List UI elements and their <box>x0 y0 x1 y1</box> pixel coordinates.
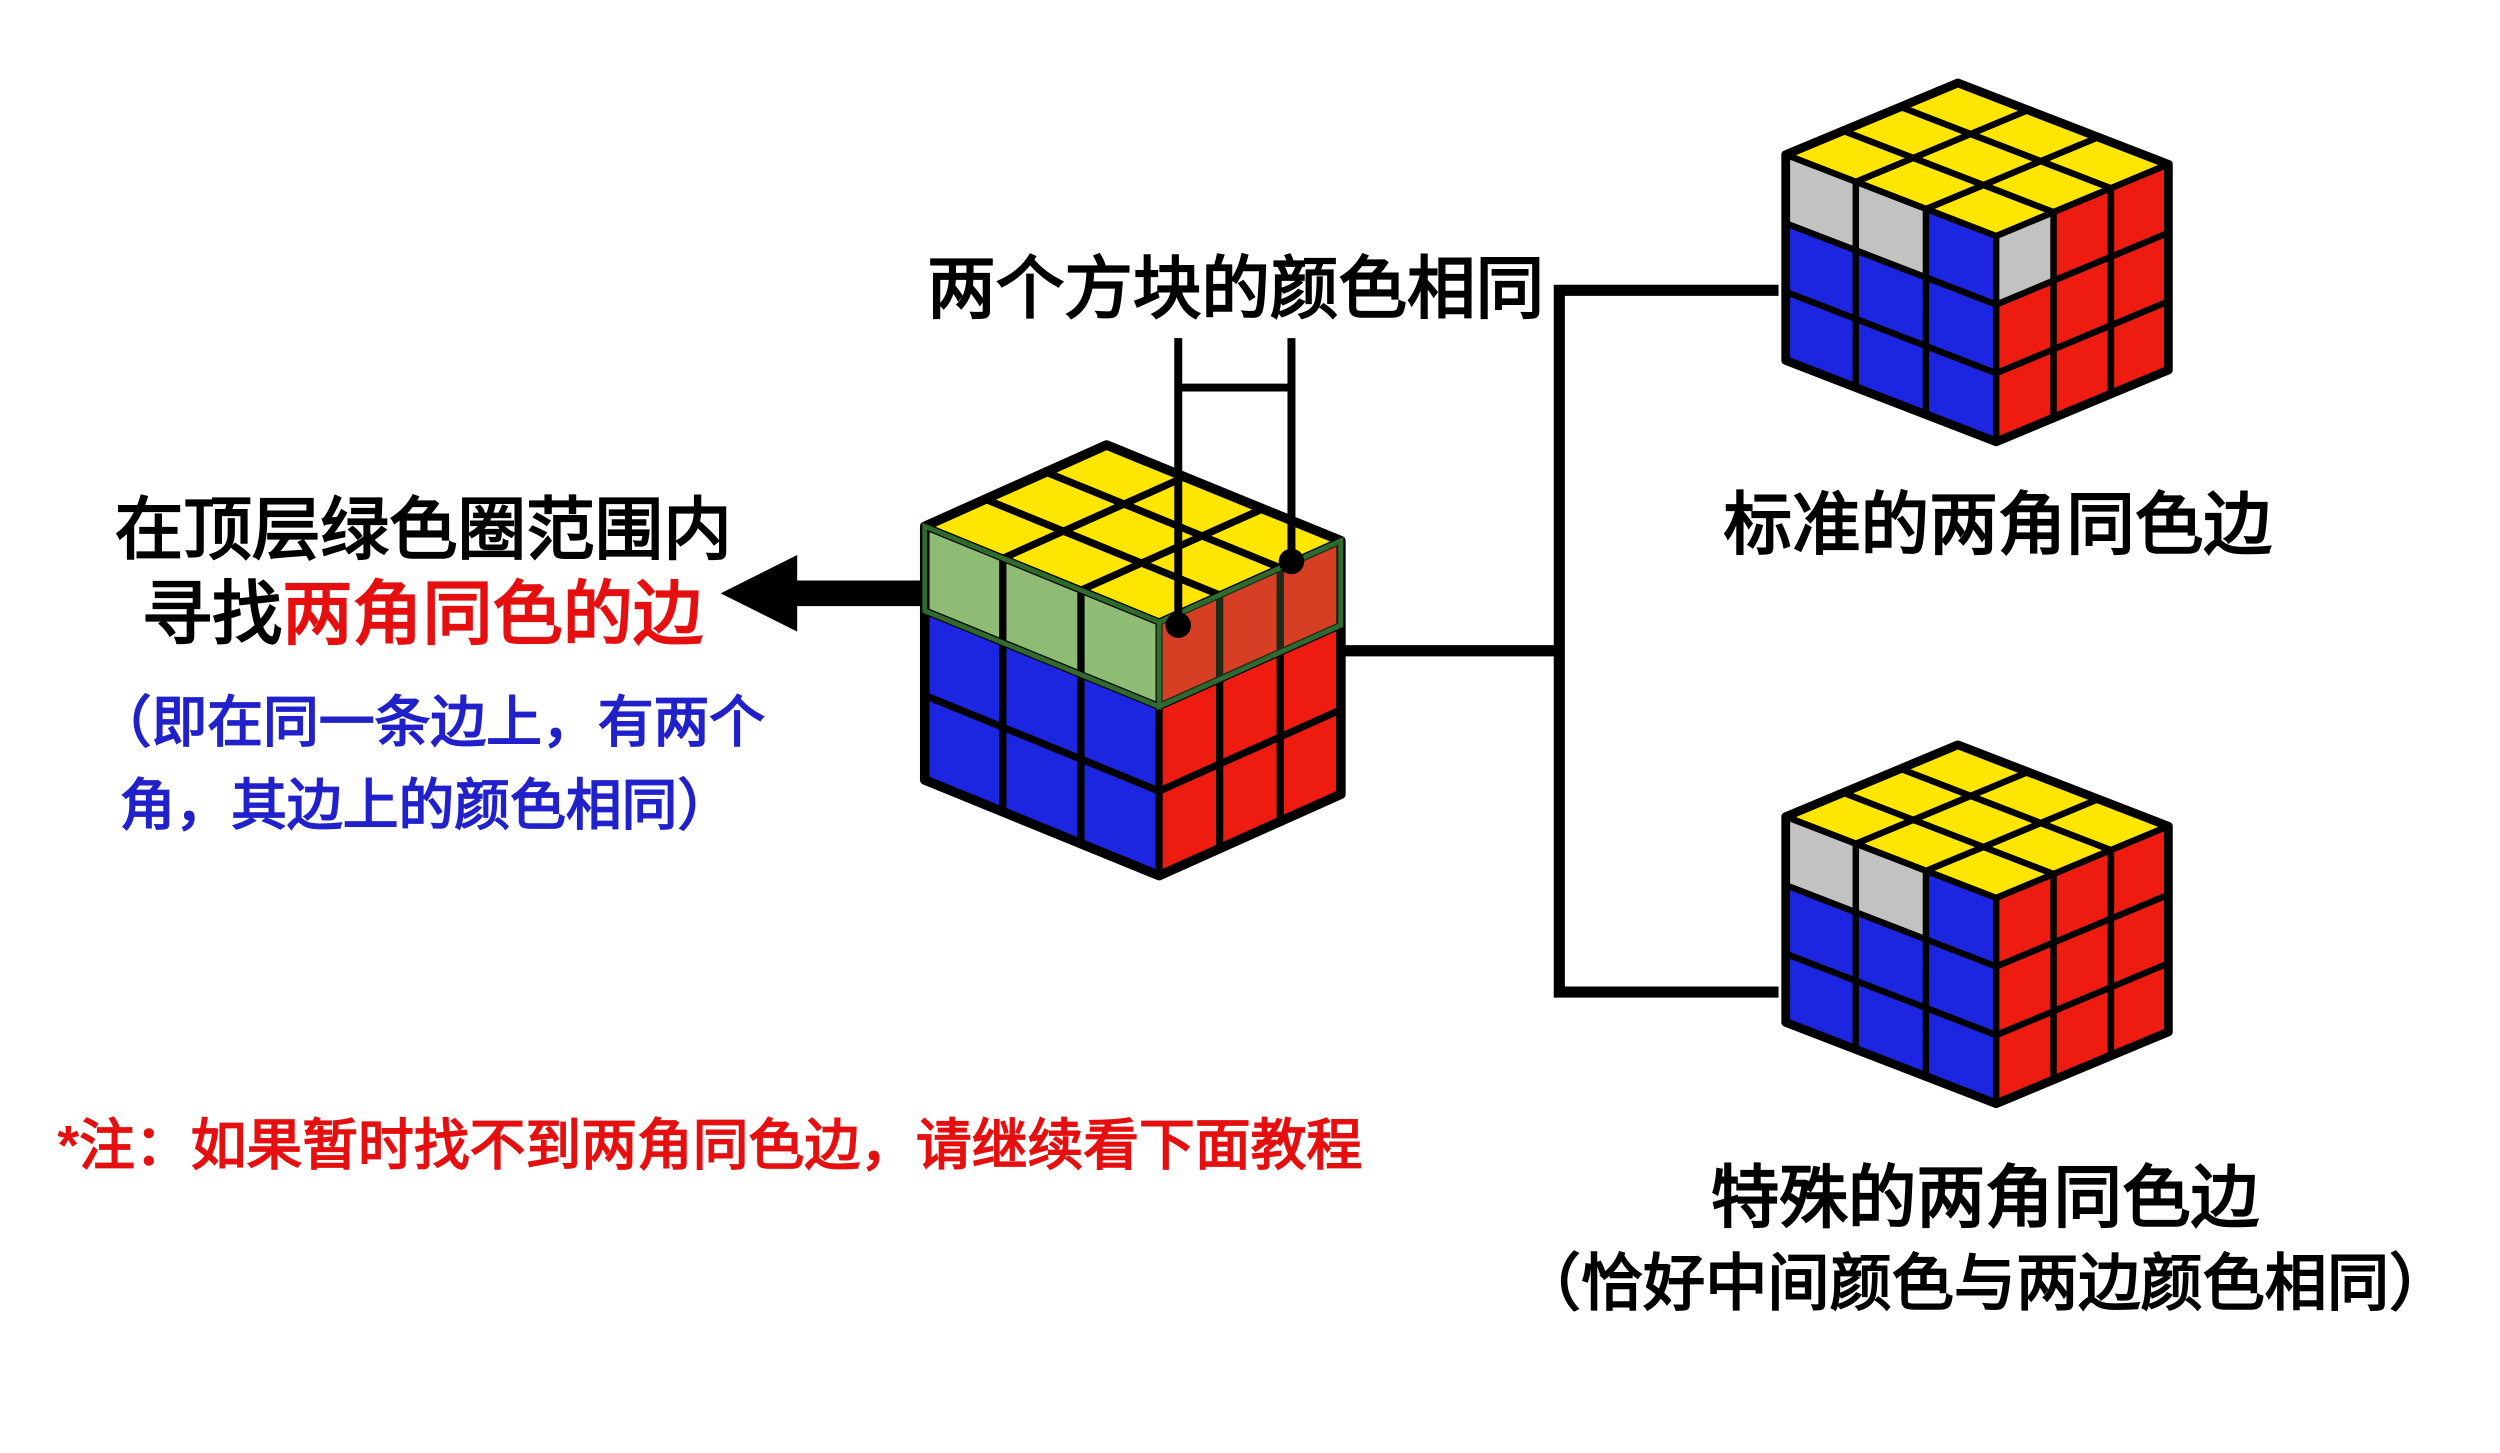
green-ring-right-face <box>1156 536 1344 711</box>
caption-special-line1: 特殊的两角同色边 <box>1711 1160 2260 1237</box>
green-ring-overlay <box>922 522 1344 711</box>
pointer-dot <box>1278 548 1305 575</box>
standard-two-corner-cube <box>1781 78 2173 447</box>
instruction-line2-highlight: 两角同色的边 <box>282 574 704 653</box>
arrow-left-icon <box>720 555 933 632</box>
instruction-line1: 在顶层绿色圈范围内 <box>115 491 732 568</box>
cube-outline <box>1781 740 2173 1109</box>
branch-connector <box>1341 284 1779 998</box>
instruction-line2-prefix: 寻找 <box>142 574 282 653</box>
instruction-line2: 寻找两角同色的边 <box>142 574 704 653</box>
note-blue-line1: （即在同一条边上，有两个 <box>96 691 766 754</box>
cube-outline <box>919 440 1346 881</box>
pointer-dot <box>1165 612 1192 638</box>
caption-standard: 标准的两角同色边 <box>1724 487 2273 564</box>
pointer-lines <box>1174 338 1296 623</box>
note-blue-line2: 角，其边上的颜色相同） <box>120 774 734 837</box>
cube-outline <box>1781 78 2173 447</box>
caption-special-line2: （恰好中间颜色与两边颜色相同） <box>1519 1249 2452 1319</box>
special-two-corner-cube <box>1781 740 2173 1109</box>
same-color-label: 两个方块的颜色相同 <box>927 251 1544 328</box>
bottom-note: *注：如果暂时找不到两角同色边，请继续看下面教程 <box>57 1113 1362 1176</box>
center-cube <box>919 440 1346 881</box>
